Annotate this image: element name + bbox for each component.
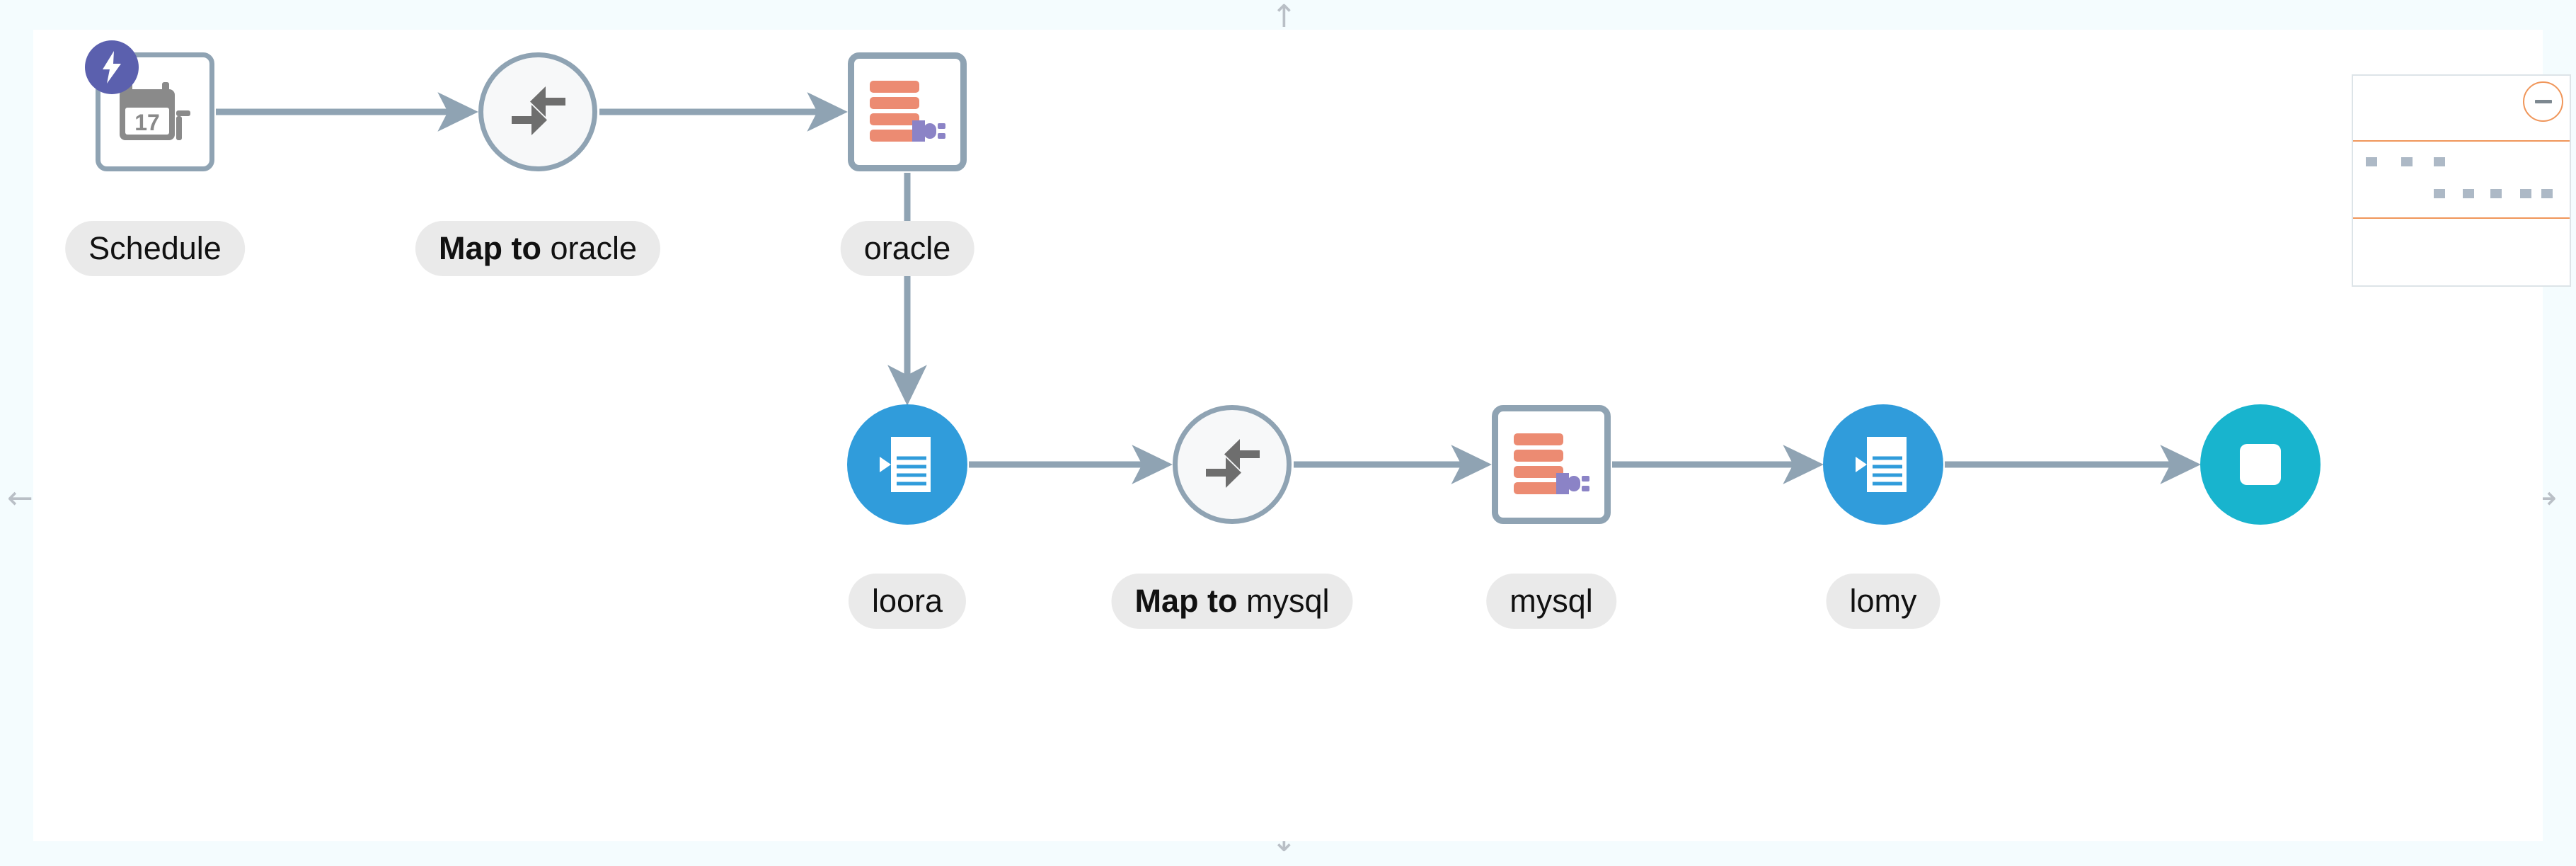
edge-layer: [216, 92, 2201, 484]
minimap-node-marker: [2490, 189, 2502, 198]
map-to-mysql-label-rest: mysql: [1246, 583, 1330, 619]
svg-text:17: 17: [134, 110, 160, 135]
minimap-node-marker: [2434, 157, 2445, 166]
map-to-oracle-gateway[interactable]: [478, 52, 597, 171]
minimap-viewport-bottom-edge: [2353, 217, 2570, 219]
scroll-left-arrow-icon[interactable]: ←: [7, 480, 33, 516]
node-label-map-to-mysql: Map to mysql: [1111, 574, 1353, 629]
minimap-node-marker: [2434, 189, 2445, 198]
node-label-map-to-oracle: Map to oracle: [415, 221, 661, 277]
minimap-node-marker: [2520, 189, 2531, 198]
script-document-icon: [1856, 437, 1907, 492]
mysql-label-text: mysql: [1510, 583, 1593, 619]
converging-arrows-icon: [1206, 439, 1260, 488]
schedule-label-text: Schedule: [88, 230, 222, 266]
map-to-oracle-label-rest: oracle: [550, 230, 638, 266]
minimap-panel[interactable]: [2352, 74, 2571, 287]
node-label-loora: loora: [848, 574, 967, 629]
minimap-zoom-out-button[interactable]: [2523, 81, 2563, 122]
minimap-node-marker: [2366, 157, 2377, 166]
stop-square-icon: [2240, 444, 2281, 485]
minimap-node-marker: [2463, 189, 2474, 198]
database-plug-icon: [1514, 433, 1589, 494]
map-to-mysql-gateway[interactable]: [1173, 405, 1292, 524]
converging-arrows-icon: [512, 86, 565, 135]
loora-label-text: loora: [871, 583, 943, 619]
minimap-node-marker: [2541, 189, 2553, 198]
map-to-mysql-label-prefix: Map to: [1134, 583, 1238, 619]
scroll-up-arrow-icon[interactable]: ↑: [1271, 0, 1297, 35]
loora-circle[interactable]: [847, 404, 967, 525]
oracle-card[interactable]: [848, 52, 967, 171]
trigger-badge: [85, 40, 139, 94]
lomy-label-text: lomy: [1849, 583, 1917, 619]
node-label-mysql: mysql: [1486, 574, 1616, 629]
lightning-bolt-icon: [103, 51, 121, 84]
node-label-schedule: Schedule: [65, 221, 245, 277]
node-label-oracle: oracle: [840, 221, 974, 277]
node-label-lomy: lomy: [1826, 574, 1940, 629]
minimap-viewport-top-edge: [2353, 140, 2570, 142]
database-plug-icon: [870, 81, 945, 142]
oracle-label-text: oracle: [863, 230, 951, 266]
schedule-card[interactable]: 17: [85, 40, 214, 171]
workflow-canvas[interactable]: 17 Schedule: [33, 30, 2571, 841]
minimap-node-marker: [2401, 157, 2413, 166]
end-circle[interactable]: [2200, 404, 2321, 525]
minus-icon: [2534, 100, 2552, 103]
map-to-oracle-label-prefix: Map to: [438, 230, 541, 266]
calendar-icon: 17: [120, 82, 190, 140]
mysql-card[interactable]: [1492, 405, 1611, 524]
lomy-circle[interactable]: [1823, 404, 1943, 525]
script-document-icon: [880, 437, 931, 492]
